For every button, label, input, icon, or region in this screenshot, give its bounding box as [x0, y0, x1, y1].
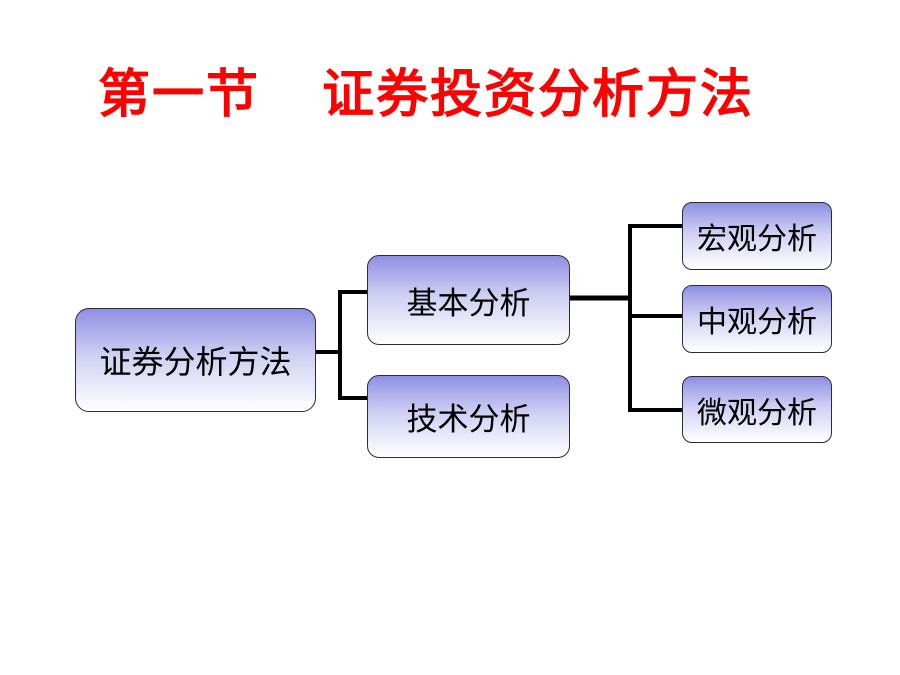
slide-title: 第一节 证券投资分析方法 [0, 52, 900, 125]
title-topic: 证券投资分析方法 [322, 65, 755, 125]
node-micro-analysis: 微观分析 [682, 376, 832, 443]
node-macro-analysis: 宏观分析 [682, 202, 832, 270]
node-fundamental-analysis: 基本分析 [367, 255, 570, 345]
title-chapter: 第一节 [98, 65, 261, 125]
node-label: 中观分析 [697, 305, 817, 340]
node-label: 宏观分析 [697, 222, 817, 257]
node-securities-analysis-methods: 证券分析方法 [75, 308, 316, 412]
node-label: 微观分析 [697, 395, 817, 431]
node-technical-analysis: 技术分析 [367, 375, 570, 458]
node-meso-analysis: 中观分析 [682, 285, 832, 353]
node-label: 基本分析 [406, 285, 531, 322]
node-label: 证券分析方法 [99, 343, 292, 381]
node-label: 技术分析 [406, 402, 531, 438]
